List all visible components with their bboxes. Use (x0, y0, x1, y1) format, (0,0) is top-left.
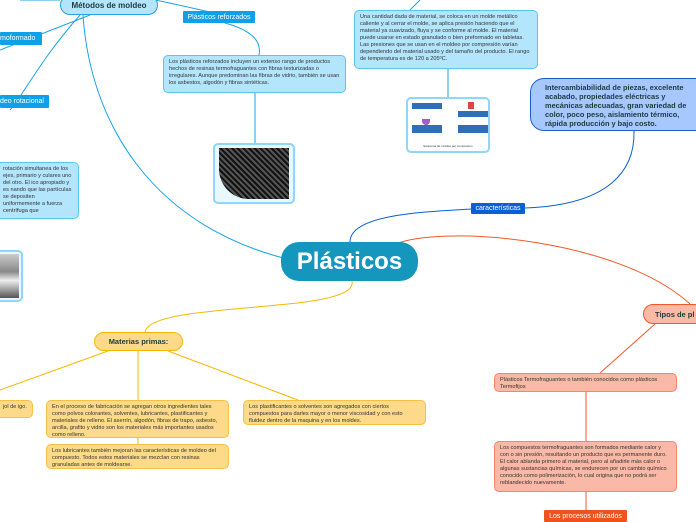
note-plasticos-reforzados[interactable]: Los plásticos reforzados incluyen un ext… (163, 55, 346, 93)
note-lubricantes[interactable]: Los lubricantes también mejoran las cara… (46, 444, 229, 469)
connector-materias (144, 280, 353, 333)
compression-mold-diagram: Esquema de moldeo por compresión (406, 97, 490, 153)
label-text: Plásticos reforzados (187, 13, 251, 21)
note-text: Una cantidad dada de material, se coloca… (360, 14, 530, 62)
note-text: En el proceso de fabricación se agregan … (52, 404, 218, 438)
note-text: Los plastificantes o solventes son agreg… (249, 404, 403, 424)
connector-caracteristicas (349, 208, 472, 243)
note-compuestos-termofraguantes[interactable]: Los compuestos termofraguantes son forma… (494, 441, 677, 492)
note-text: Plásticos Termofraguantes o también cono… (500, 377, 658, 390)
note-termofraguantes[interactable]: Plásticos Termofraguantes o también cono… (494, 373, 677, 392)
central-title: Plásticos (296, 247, 403, 275)
label-plasticos-reforzados[interactable]: Plásticos reforzados (183, 11, 255, 23)
label-text: Los procesos utilizados (549, 512, 622, 520)
note-caracteristicas[interactable]: Intercambiabilidad de piezas, excelente … (530, 78, 696, 131)
note-text: Los lubricantes también mejoran las cara… (52, 448, 216, 468)
note-ingredientes[interactable]: En el proceso de fabricación se agregan … (46, 400, 229, 438)
label-moldeo-rotacional[interactable]: deo rotacional (0, 95, 49, 108)
label-procesos-utilizados[interactable]: Los procesos utilizados (544, 510, 627, 522)
note-plastificantes[interactable]: Los plastificantes o solventes son agreg… (243, 400, 426, 425)
topic-materias-primas[interactable]: Materias primas: (94, 332, 183, 351)
diagram-caption: Esquema de moldeo por compresión (423, 144, 473, 148)
rotational-mold-photo (0, 250, 23, 302)
note-text: jol de igo. (3, 404, 27, 410)
note-text: Los plásticos reforzados incluyen un ext… (169, 59, 340, 86)
label-text: moformado (0, 35, 36, 42)
label-caracteristicas[interactable]: características (471, 203, 525, 214)
central-topic-plasticos[interactable]: Plásticos (281, 242, 418, 281)
note-text: Los compuestos termofraguantes son forma… (500, 445, 667, 486)
connector-reforzados (224, 22, 260, 56)
topic-metodos-de-moldeo[interactable]: Métodos de moldeo (60, 0, 158, 15)
topic-title: Materias primas: (108, 337, 169, 346)
label-text: características (475, 205, 521, 212)
note-materias-left[interactable]: jol de igo. (0, 400, 33, 418)
carbon-fiber-image (213, 143, 295, 204)
topic-title: Tipos de pl (655, 309, 695, 319)
note-moldeo-compresion[interactable]: Una cantidad dada de material, se coloca… (354, 10, 538, 69)
label-termoformado[interactable]: moformado (0, 32, 42, 45)
topic-tipos-de-plasticos[interactable]: Tipos de pl (643, 304, 696, 324)
note-moldeo-rotacional[interactable]: rotación simultanea de los ejes, primari… (0, 162, 79, 219)
label-text: deo rotacional (0, 98, 44, 105)
topic-title: Métodos de moldeo (71, 0, 147, 10)
note-text: rotación simultanea de los ejes, primari… (3, 166, 72, 214)
connector-central-metodos (82, 14, 301, 263)
connector-tipos (397, 235, 691, 305)
note-text: Intercambiabilidad de piezas, excelente … (545, 83, 687, 128)
